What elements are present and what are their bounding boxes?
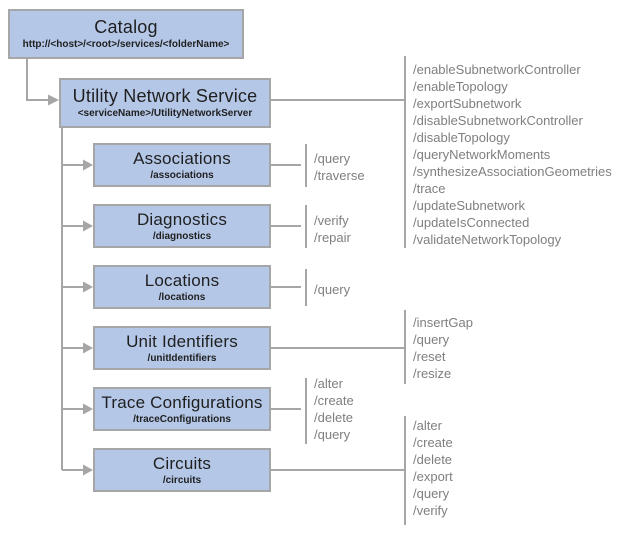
operations-list-circuits: /alter /create /delete /export /query /v…	[413, 417, 453, 519]
operation-label: /reset	[413, 349, 446, 364]
operation-label: /updateIsConnected	[413, 215, 530, 230]
node-title: Catalog	[94, 17, 158, 37]
node-subtitle: http://<host>/<root>/services/<folderNam…	[22, 39, 230, 50]
arrowhead-trace-configurations	[83, 403, 93, 415]
arrowhead-associations	[83, 159, 93, 171]
operation-label: /verify	[314, 213, 349, 228]
operation-label: /verify	[413, 503, 448, 518]
operations-list-associations: /query /traverse	[314, 150, 365, 184]
node-subtitle: <serviceName>/UtilityNetworkServer	[77, 108, 253, 119]
node-title: Associations	[133, 148, 231, 168]
operation-label: /enableSubnetworkController	[413, 62, 581, 77]
node-title: Utility Network Service	[72, 86, 258, 106]
arrowhead-circuits	[83, 464, 93, 476]
operations-list-uns: /enableSubnetworkController /enableTopol…	[413, 61, 612, 248]
operation-label: /disableSubnetworkController	[413, 113, 583, 128]
node-subtitle: /circuits	[162, 474, 202, 486]
node-unit-identifiers: Unit Identifiers /unitIdentifiers	[93, 326, 271, 370]
node-diagnostics: Diagnostics /diagnostics	[93, 204, 271, 248]
operation-label: /query	[314, 151, 351, 166]
arrowhead-diagnostics	[83, 220, 93, 232]
operation-label: /export	[413, 469, 453, 484]
operation-label: /exportSubnetwork	[413, 96, 522, 111]
operation-label: /trace	[413, 181, 446, 196]
node-catalog: Catalog http://<host>/<root>/services/<f…	[8, 9, 244, 59]
node-subtitle: /unitIdentifiers	[147, 352, 217, 364]
node-utility-network-service: Utility Network Service <serviceName>/Ut…	[59, 78, 271, 128]
node-subtitle: /traceConfigurations	[133, 413, 231, 425]
operation-label: /delete	[413, 452, 453, 467]
operations-list-trace-configurations: /alter /create /delete /query	[314, 375, 354, 443]
operation-label: /query	[314, 282, 351, 297]
operation-label: /disableTopology	[413, 130, 510, 145]
arrowhead-locations	[83, 281, 93, 293]
operation-label: /create	[413, 435, 453, 450]
operations-list-locations: /query	[314, 281, 350, 298]
operation-label: /query	[314, 427, 351, 442]
node-title: Locations	[144, 270, 220, 290]
operation-label: /repair	[314, 230, 351, 245]
operation-label: /updateSubnetwork	[413, 198, 526, 213]
operation-label: /alter	[413, 418, 442, 433]
operations-list-unit-identifiers: /insertGap /query /reset /resize	[413, 314, 473, 382]
operation-label: /query	[413, 486, 450, 501]
operation-label: /traverse	[314, 168, 365, 183]
node-circuits: Circuits /circuits	[93, 448, 271, 492]
arrowhead-uns	[48, 94, 59, 106]
connector-catalog-to-uns	[26, 59, 48, 101]
operation-label: /validateNetworkTopology	[413, 232, 562, 247]
node-trace-configurations: Trace Configurations /traceConfiguration…	[93, 387, 271, 431]
operations-list-diagnostics: /verify /repair	[314, 212, 351, 246]
operation-label: /queryNetworkMoments	[413, 147, 551, 162]
node-locations: Locations /locations	[93, 265, 271, 309]
node-subtitle: /locations	[158, 291, 206, 303]
node-title: Diagnostics	[136, 209, 228, 229]
node-title: Unit Identifiers	[126, 331, 238, 351]
operation-label: /alter	[314, 376, 343, 391]
operation-label: /query	[413, 332, 450, 347]
node-title: Circuits	[152, 453, 212, 473]
node-subtitle: /diagnostics	[152, 230, 212, 242]
operation-label: /resize	[413, 366, 452, 381]
operation-label: /delete	[314, 410, 354, 425]
arrowhead-unit-identifiers	[83, 342, 93, 354]
operation-label: /synthesizeAssociationGeometries	[413, 164, 612, 179]
node-subtitle: /associations	[150, 169, 214, 181]
node-associations: Associations /associations	[93, 143, 271, 187]
node-title: Trace Configurations	[101, 392, 263, 412]
operation-label: /create	[314, 393, 354, 408]
operation-label: /insertGap	[413, 315, 473, 330]
operation-label: /enableTopology	[413, 79, 508, 94]
